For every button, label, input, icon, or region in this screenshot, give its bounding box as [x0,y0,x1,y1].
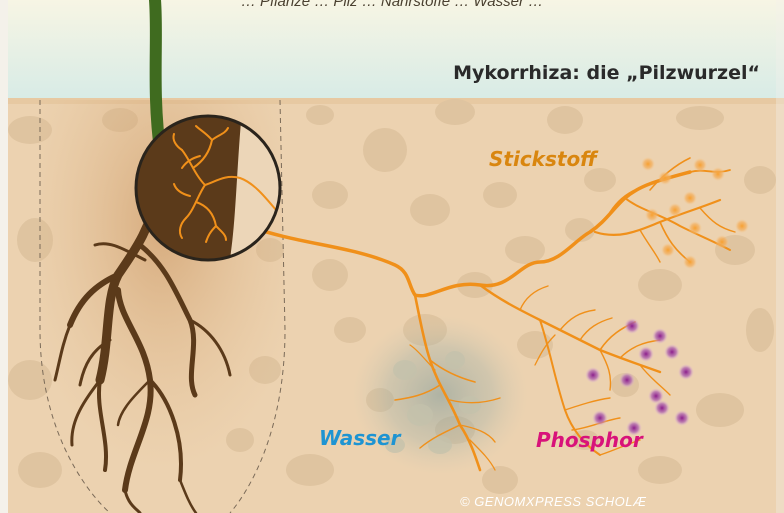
label-phosphor: Phosphor [536,428,643,452]
top-caption: … Pflanze … Pilz … Nährstoffe … Wasser … [0,0,784,10]
left-margin [0,0,8,513]
right-margin [776,0,784,513]
plant-stem [155,0,160,150]
diagram-title: Mykorrhiza: die „Pilzwurzel“ [453,62,760,84]
label-wasser: Wasser [319,426,400,450]
label-stickstoff: Stickstoff [489,147,597,171]
copyright-notice: © GENOMXPRESS SCHOLÆ [460,494,646,509]
sky-band [0,0,784,105]
